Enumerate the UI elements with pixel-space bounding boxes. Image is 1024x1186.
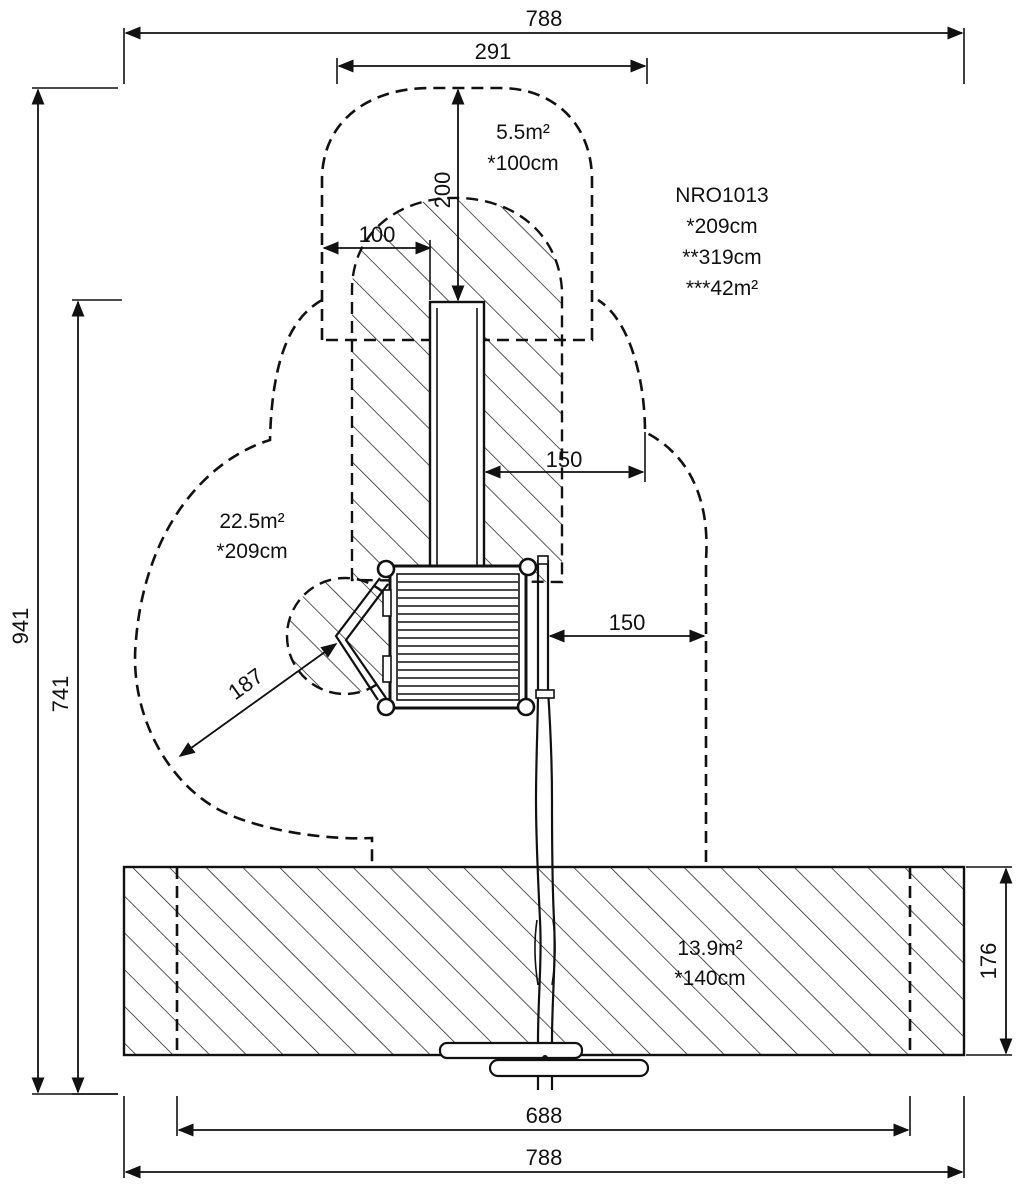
slide (428, 300, 486, 572)
swing-beam (534, 555, 556, 1090)
slide-exit-zone-outline (320, 86, 594, 342)
post-bottom-right (516, 697, 536, 717)
dimension-bottom-total: 788 (123, 1096, 965, 1179)
main-zone-height: *209cm (216, 540, 287, 563)
dimension-radius: 187 (178, 643, 338, 757)
platform-tower (376, 557, 538, 717)
post-bottom-left (376, 697, 396, 717)
swing-zone (122, 865, 966, 1057)
dimension-left-inner: 741 (48, 299, 122, 1095)
dimension-top-slide: 291 (336, 39, 648, 84)
slide-zone-area: 5.5m² (496, 121, 550, 144)
slide-zone-height: *100cm (487, 152, 558, 175)
product-code: NRO1013 (675, 184, 768, 207)
dimension-side-upper-label: 150 (546, 447, 583, 472)
product-fall-height: **319cm (682, 246, 761, 269)
dimension-left-inner-label: 741 (48, 676, 73, 713)
dimension-right-swing-label: 176 (976, 943, 1001, 980)
dimension-top-total: 788 (123, 6, 965, 84)
dimension-top-total-label: 788 (526, 6, 563, 31)
dimension-bottom-total-label: 788 (526, 1145, 563, 1170)
dimension-side-upper: 150 (484, 432, 646, 482)
dimension-left-total: 941 (8, 87, 118, 1095)
product-height: *209cm (686, 215, 757, 238)
dimension-left-total-label: 941 (8, 608, 33, 645)
ladder (334, 577, 389, 701)
dimension-right-swing: 176 (966, 866, 1013, 1056)
post-top-left (376, 559, 396, 579)
dimension-side-lower: 150 (548, 610, 706, 643)
dimension-slide-exit: 200 (430, 88, 465, 302)
dimension-slide-exit-label: 200 (430, 172, 455, 209)
platform-deck (398, 581, 518, 695)
main-zone-area: 22.5m² (219, 510, 284, 533)
dimension-slide-offset-label: 100 (359, 222, 396, 247)
safety-zone-outline (133, 298, 708, 862)
product-total-area: ***42m² (686, 277, 758, 300)
swing-zone-height: *140cm (674, 967, 745, 990)
dimension-side-lower-label: 150 (609, 610, 646, 635)
post-top-right (518, 557, 538, 577)
dimension-bottom-inner: 688 (176, 1096, 911, 1137)
dimension-bottom-inner-label: 688 (526, 1103, 563, 1128)
swing-zone-area: 13.9m² (677, 937, 742, 960)
swing-seats (438, 1041, 650, 1078)
dimension-slide-offset: 100 (322, 222, 432, 300)
dimension-top-slide-label: 291 (475, 39, 512, 64)
